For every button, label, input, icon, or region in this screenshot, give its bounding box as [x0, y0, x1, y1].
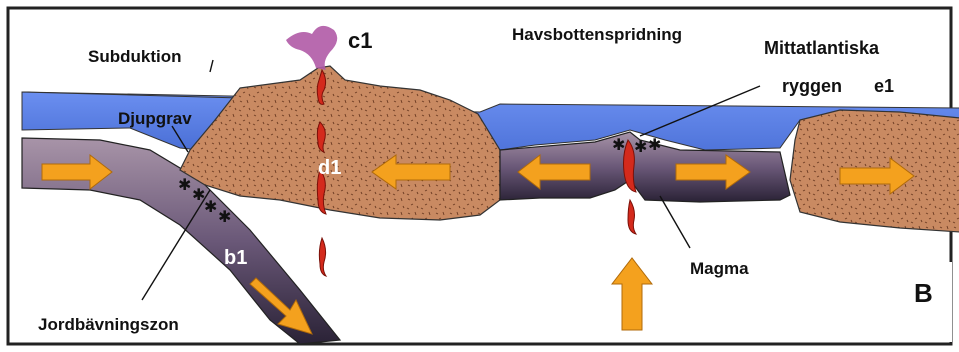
- label-magma: Magma: [690, 259, 749, 278]
- label-seafloor-spreading: Havsbottenspridning: [512, 25, 682, 44]
- svg-text:✱: ✱: [634, 137, 647, 156]
- label-ridge-line2: ryggen: [782, 76, 842, 96]
- label-earthquake-zone: Jordbävningszon: [38, 315, 179, 334]
- panel-letter: B: [914, 278, 933, 308]
- label-trench: Djupgrav: [118, 109, 192, 128]
- marker-b1: b1: [224, 247, 247, 269]
- svg-text:✱: ✱: [178, 175, 191, 194]
- label-ridge-line1: Mittatlantiska: [764, 38, 880, 58]
- svg-text:✱: ✱: [648, 135, 661, 154]
- marker-e1: e1: [874, 76, 894, 96]
- label-subduction: Subduktion: [88, 47, 181, 66]
- svg-text:✱: ✱: [612, 135, 625, 154]
- svg-text:✱: ✱: [218, 207, 231, 226]
- marker-c1: c1: [348, 28, 372, 53]
- marker-d1: d1: [318, 157, 341, 179]
- svg-text:✱: ✱: [204, 197, 217, 216]
